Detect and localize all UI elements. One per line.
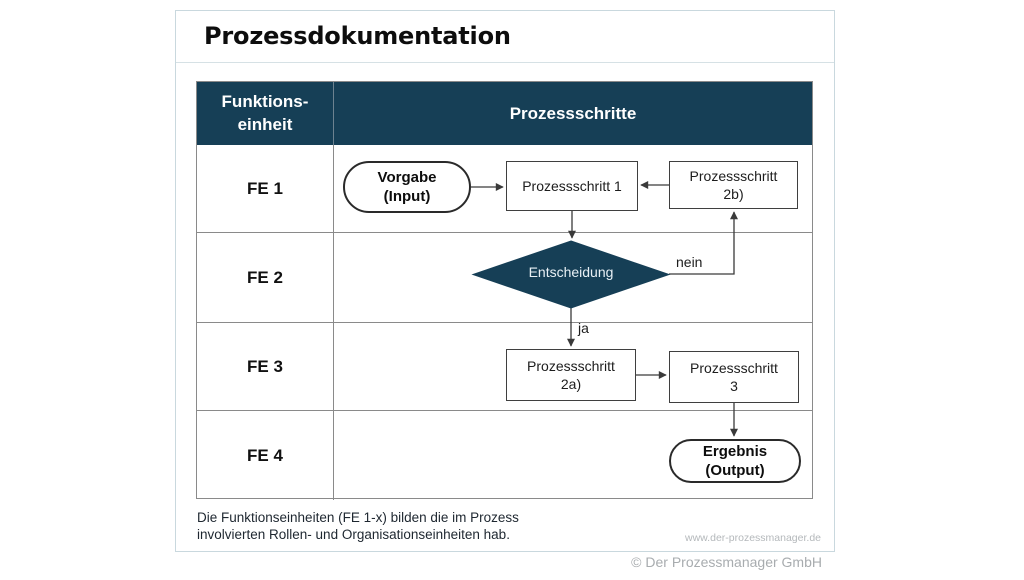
fe4-lane <box>334 411 812 500</box>
column-header-functional-unit-line2: einheit <box>237 114 293 134</box>
table-header-row: Funktions- einheit Prozessschritte <box>197 82 812 145</box>
copyright-text: © Der Prozessmanager GmbH <box>631 554 822 570</box>
process-documentation-card: Prozessdokumentation Funktions- einheit … <box>175 10 835 552</box>
fe2-lane <box>334 233 812 322</box>
column-header-functional-unit: Funktions- einheit <box>197 82 334 145</box>
footnote-line1: Die Funktionseinheiten (FE 1-x) bilden d… <box>197 510 519 525</box>
fe3-label: FE 3 <box>197 323 334 410</box>
column-header-functional-unit-line1: Funktions- <box>221 91 309 111</box>
title-divider <box>176 62 834 63</box>
table-row-fe3: FE 3 <box>197 322 812 410</box>
footnote-line2: involvierten Rollen- und Organisationsei… <box>197 527 510 542</box>
column-header-process-steps: Prozessschritte <box>509 103 637 123</box>
table-row-fe2: FE 2 <box>197 232 812 322</box>
fe1-lane <box>334 145 812 232</box>
page-title: Prozessdokumentation <box>204 22 511 50</box>
fe4-label: FE 4 <box>197 411 334 500</box>
table-row-fe1: FE 1 <box>197 145 812 232</box>
fe2-label: FE 2 <box>197 233 334 322</box>
footnote: Die Funktionseinheiten (FE 1-x) bilden d… <box>197 509 519 543</box>
swimlane-table: Funktions- einheit Prozessschritte FE 1 … <box>196 81 813 500</box>
fe3-lane <box>334 323 812 410</box>
website-watermark: www.der-prozessmanager.de <box>685 532 821 544</box>
table-row-fe4: FE 4 <box>197 410 812 500</box>
fe1-label: FE 1 <box>197 145 334 232</box>
